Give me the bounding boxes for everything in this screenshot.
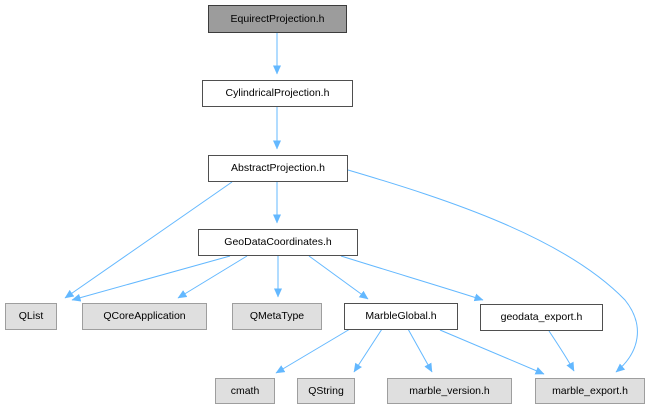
node-qlist: QList xyxy=(5,303,57,330)
node-cmath: cmath xyxy=(215,378,275,404)
edge-marbleglobal-to-qstring xyxy=(353,328,383,373)
node-geodatacoordinates-h[interactable]: GeoDataCoordinates.h xyxy=(198,229,358,256)
node-abstractprojection-h[interactable]: AbstractProjection.h xyxy=(208,155,348,182)
node-qstring: QString xyxy=(297,378,355,404)
edge-marbleglobal-to-cmath xyxy=(275,328,351,374)
edge-geodatacoordinates-to-qlist xyxy=(71,255,231,302)
node-marble-export-h: marble_export.h xyxy=(535,378,645,404)
edge-marbleglobal-to-marble-export xyxy=(439,329,545,375)
edge-geodata-export-to-marble-export xyxy=(548,330,575,372)
edge-abstract-to-marble-export xyxy=(347,169,638,373)
node-qmetatype: QMetaType xyxy=(232,303,322,330)
edge-geodatacoordinates-to-qcoreapplication xyxy=(177,255,248,299)
node-cylindricalprojection-h[interactable]: CylindricalProjection.h xyxy=(202,80,353,107)
node-marble-version-h: marble_version.h xyxy=(387,378,512,404)
edge-geodatacoordinates-to-geodata-export xyxy=(340,255,484,302)
node-geodata-export-h[interactable]: geodata_export.h xyxy=(480,304,603,331)
edge-abstract-to-qlist xyxy=(64,181,233,299)
edge-geodatacoordinates-to-marbleglobal xyxy=(308,255,369,300)
node-marbleglobal-h[interactable]: MarbleGlobal.h xyxy=(344,303,458,330)
node-equirectprojection-h: EquirectProjection.h xyxy=(208,5,347,33)
node-qcoreapplication: QCoreApplication xyxy=(82,303,207,330)
edge-marbleglobal-to-marble-version xyxy=(407,328,433,373)
